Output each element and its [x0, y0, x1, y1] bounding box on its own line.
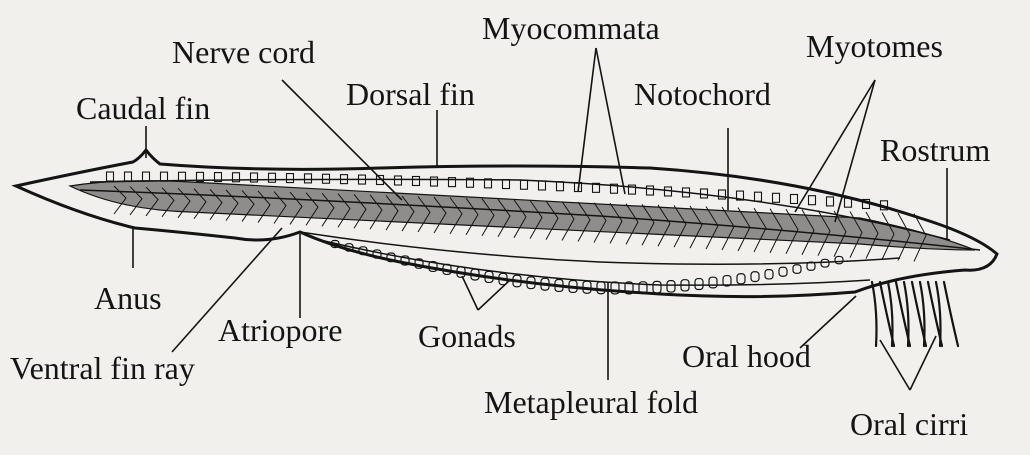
label-dorsal-fin: Dorsal fin [346, 78, 475, 110]
gonad-block [821, 259, 829, 267]
oral-cirrus [888, 282, 893, 346]
label-atriopore: Atriopore [218, 314, 342, 346]
fin-ray-box [269, 173, 276, 182]
fin-ray-box [665, 187, 672, 196]
fin-ray-box [521, 180, 528, 189]
gonad-block [653, 281, 661, 293]
fin-ray-box [161, 172, 168, 181]
label-myotomes: Myotomes [806, 30, 943, 62]
fin-ray-box [773, 193, 780, 202]
gonad-block [765, 270, 773, 279]
fin-ray-box [125, 172, 132, 181]
fin-ray-box [557, 182, 564, 191]
fin-ray-box [431, 177, 438, 186]
fin-ray-box [395, 176, 402, 185]
leader-myocommata-2 [596, 48, 625, 194]
leader-oral-cirri-1 [880, 340, 910, 390]
fin-ray-box [503, 180, 510, 189]
oral-cirrus [944, 282, 958, 346]
label-rostrum: Rostrum [880, 134, 990, 166]
fin-ray-box [413, 177, 420, 186]
leader-myocommata-1 [578, 48, 596, 192]
fin-ray-box [809, 196, 816, 205]
fin-ray-box [305, 174, 312, 183]
label-myocommata: Myocommata [482, 12, 660, 44]
label-gonads: Gonads [418, 320, 516, 352]
gonad-block [751, 272, 759, 282]
fin-ray-box [539, 181, 546, 190]
label-nerve-cord: Nerve cord [172, 36, 315, 68]
leader-myotomes-1 [795, 80, 875, 212]
gonad-blocks [331, 241, 843, 294]
fin-ray-box [143, 172, 150, 181]
gonad-block [695, 279, 703, 290]
leader-gonads-1 [462, 276, 478, 310]
gonad-block [737, 274, 745, 284]
label-ventral-fin-ray: Ventral fin ray [10, 352, 195, 384]
leader-gonads-2 [478, 280, 510, 310]
fin-ray-box [827, 197, 834, 206]
gonad-block [597, 282, 605, 294]
fin-ray-box [287, 174, 294, 183]
gonad-block [667, 281, 675, 292]
oral-cirri-strands [872, 282, 958, 346]
oral-cirrus [872, 282, 877, 346]
gonad-block [709, 277, 717, 288]
fin-ray-box [647, 186, 654, 195]
label-metapleural-fold: Metapleural fold [484, 386, 698, 418]
fin-ray-box [791, 194, 798, 203]
label-anus: Anus [94, 282, 162, 314]
label-oral-cirri: Oral cirri [850, 408, 968, 440]
gonad-block [779, 267, 787, 276]
fin-ray-box [251, 173, 258, 182]
label-notochord: Notochord [634, 78, 771, 110]
fin-ray-box [755, 192, 762, 201]
label-caudal-fin: Caudal fin [76, 92, 210, 124]
fin-ray-box [107, 172, 114, 181]
oral-cirrus [920, 282, 925, 346]
fin-ray-box [845, 198, 852, 207]
leader-oral-cirri-2 [910, 336, 936, 390]
gonad-block [793, 265, 801, 274]
gonad-block [835, 256, 843, 263]
label-oral-hood: Oral hood [682, 340, 811, 372]
oral-cirrus [904, 282, 909, 346]
